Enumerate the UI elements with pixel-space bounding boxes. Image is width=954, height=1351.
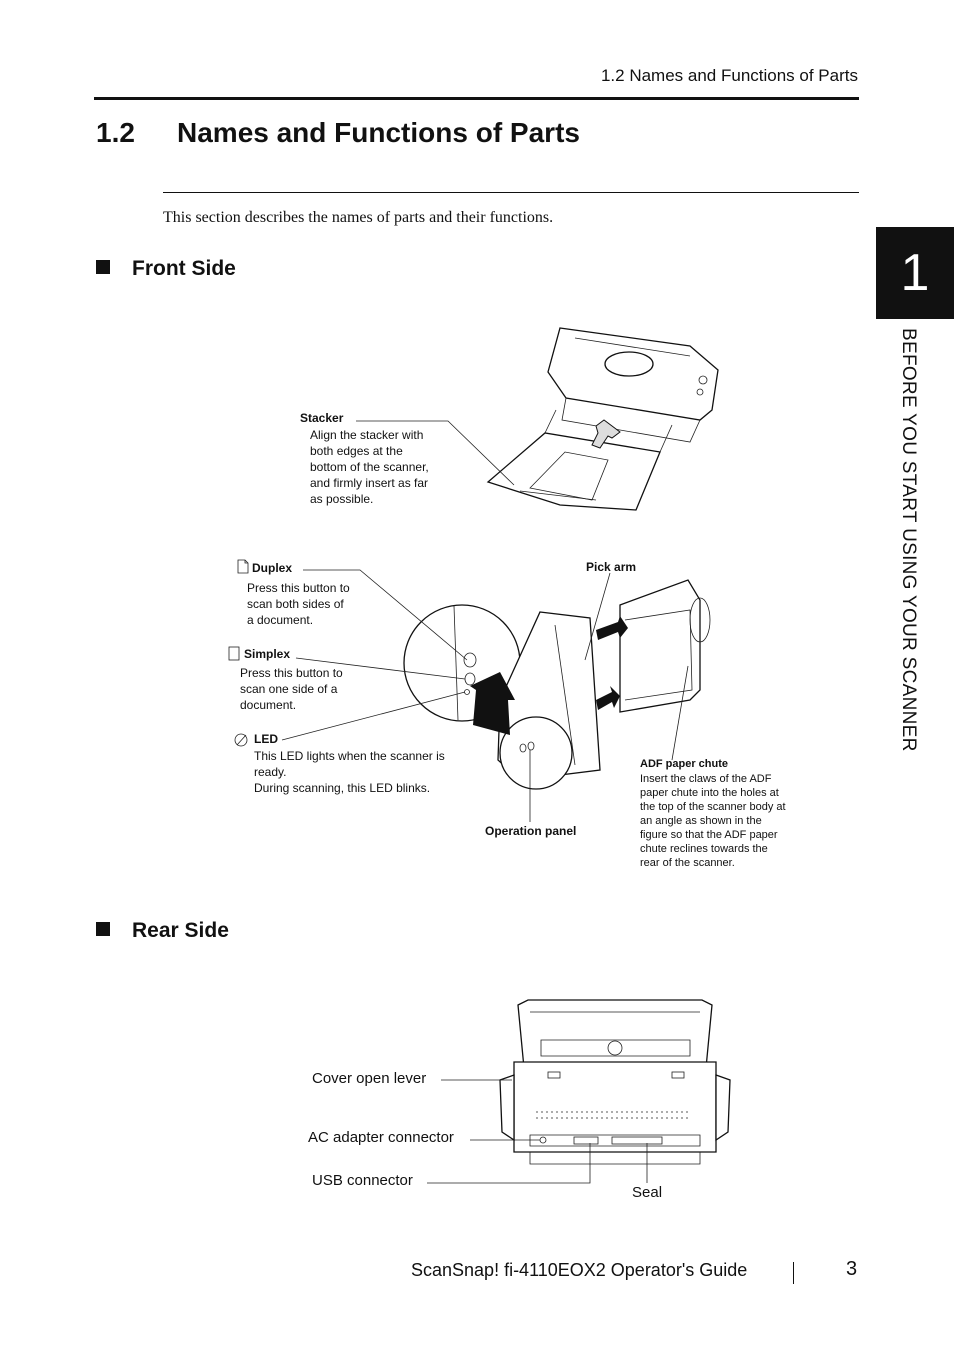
scanner-rear-illustration xyxy=(427,999,731,1184)
footer-divider xyxy=(793,1262,794,1284)
adf-label: ADF paper chute xyxy=(640,758,729,770)
chapter-tab: 1 xyxy=(876,227,954,319)
seal-label: Seal xyxy=(632,1184,663,1201)
page-number: 3 xyxy=(846,1258,858,1280)
simplex-description: Press this button to scan one side of a … xyxy=(240,666,343,712)
led-label: LED xyxy=(254,732,278,746)
rear-side-heading: Rear Side xyxy=(96,919,229,943)
rear-side-heading-text: Rear Side xyxy=(132,919,229,942)
section-number: 1.2 xyxy=(96,117,135,148)
section-title: Names and Functions of Parts xyxy=(177,117,580,148)
front-side-heading: Front Side xyxy=(96,257,236,281)
footer-guide-title: ScanSnap! fi-4110EOX2 Operator's Guide xyxy=(411,1260,748,1280)
scanner-front-illustration xyxy=(281,569,711,822)
adf-description: Insert the claws of the ADF paper chute … xyxy=(640,773,786,869)
cover-open-lever-label: Cover open lever xyxy=(312,1070,427,1087)
header-rule xyxy=(94,97,859,100)
led-description: This LED lights when the scanner is read… xyxy=(254,749,445,795)
stacker-label: Stacker xyxy=(300,411,344,425)
duplex-description: Press this button to scan both sides of … xyxy=(247,581,350,627)
duplex-label: Duplex xyxy=(252,561,293,575)
stacker-description: Align the stacker with both edges at the… xyxy=(310,428,429,506)
led-symbol-icon xyxy=(234,733,248,747)
simplex-label: Simplex xyxy=(244,647,291,661)
ac-adapter-connector-label: AC adapter connector xyxy=(308,1129,454,1146)
usb-connector-label: USB connector xyxy=(312,1172,413,1189)
chapter-title: BEFORE YOU START USING YOUR SCANNER xyxy=(898,328,919,752)
simplex-symbol-icon xyxy=(228,646,240,661)
intro-text: This section describes the names of part… xyxy=(163,209,554,226)
scanner-stacker-illustration xyxy=(356,327,719,511)
square-bullet-icon xyxy=(96,260,110,274)
section-rule xyxy=(163,192,859,193)
running-header: 1.2 Names and Functions of Parts xyxy=(600,66,858,85)
operation-panel-label: Operation panel xyxy=(485,824,577,838)
pick-arm-label: Pick arm xyxy=(586,560,637,574)
front-side-heading-text: Front Side xyxy=(132,257,236,280)
duplex-symbol-icon xyxy=(237,559,249,574)
square-bullet-icon xyxy=(96,922,110,936)
